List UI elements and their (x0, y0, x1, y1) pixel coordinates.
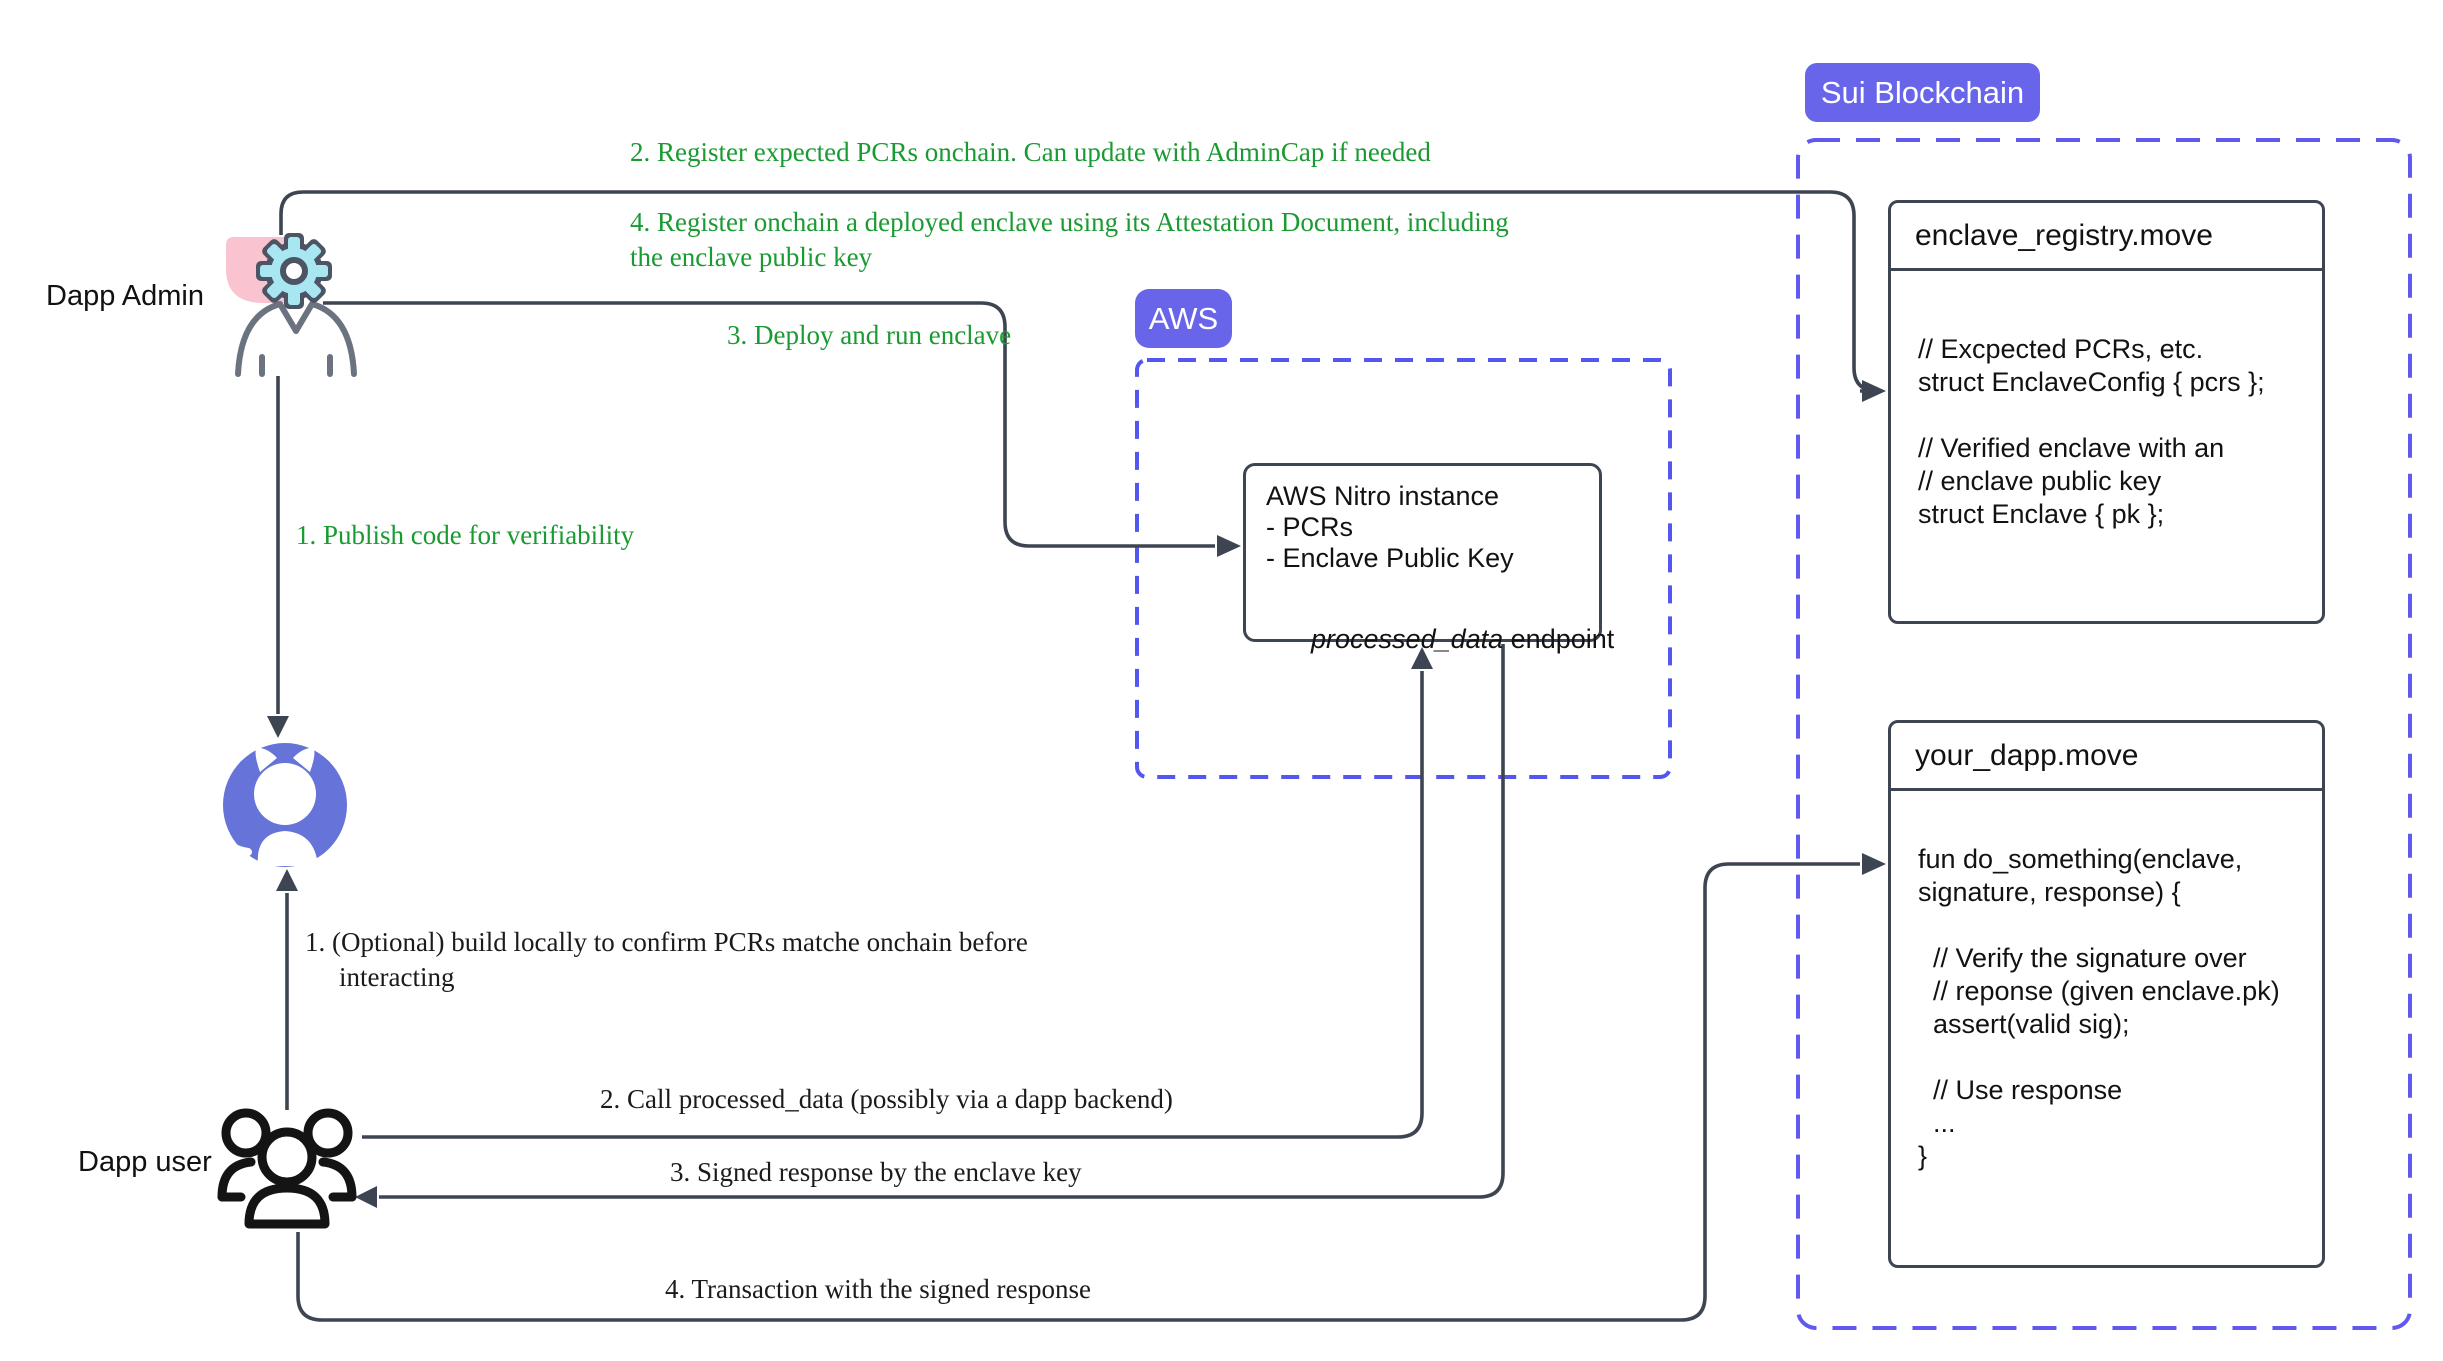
arrow-nitro-to-user (379, 644, 1505, 1199)
label-user-step2: 2. Call processed_data (possibly via a d… (600, 1084, 1173, 1114)
code-line: assert(valid sig); (1918, 1009, 2130, 1039)
arrow-admin-to-registry (279, 190, 1879, 393)
gear-icon (256, 233, 332, 309)
aws-nitro-box: AWS Nitro instance - PCRs - Enclave Publ… (1243, 463, 1614, 654)
label-user-step4: 4. Transaction with the signed response (665, 1274, 1091, 1304)
enclave-registry-code: // Excpected PCRs, etc. struct EnclaveCo… (1891, 271, 2322, 531)
code-line: // Use response (1918, 1075, 2123, 1105)
code-line: // Excpected PCRs, etc. (1918, 334, 2204, 364)
arrow-user-to-nitro (362, 671, 1424, 1139)
your-dapp-box: your_dapp.move fun do_something(enclave,… (1888, 720, 2325, 1268)
code-line: ... (1918, 1108, 1956, 1138)
nitro-endpoint-name: processed_data (1311, 624, 1504, 654)
aws-badge: AWS (1135, 289, 1232, 348)
code-line: // Verify the signature over (1918, 943, 2247, 973)
nitro-endpoint-suffix: endpoint (1503, 624, 1615, 654)
arrowheads (267, 380, 1886, 1208)
your-dapp-title: your_dapp.move (1891, 723, 2322, 791)
label-admin-step4: 4. Register onchain a deployed enclave u… (630, 207, 1509, 272)
label-admin-step1: 1. Publish code for verifiability (296, 520, 635, 550)
admin-person-shape (235, 301, 357, 377)
nitro-line-pcrs: - PCRs (1266, 512, 1353, 542)
label-admin-step2: 2. Register expected PCRs onchain. Can u… (630, 137, 1431, 167)
nitro-title: AWS Nitro instance (1266, 481, 1500, 511)
code-line: // Verified enclave with an (1918, 433, 2225, 463)
code-line: struct EnclaveConfig { pcrs }; (1918, 367, 2265, 397)
code-line: } (1918, 1141, 1928, 1171)
code-line: fun do_something(enclave, (1918, 844, 2243, 874)
code-line: struct Enclave { pk }; (1918, 499, 2165, 529)
nitro-endpoint: processed_data endpoint (1266, 593, 1614, 654)
code-line: // reponse (given enclave.pk) (1918, 976, 2280, 1006)
label-user-step1: 1. (Optional) build locally to confirm P… (305, 927, 1028, 992)
label-admin-step3: 3. Deploy and run enclave (727, 320, 1012, 350)
code-line: signature, response) { (1918, 877, 2181, 907)
arrow-user-to-dapp (296, 862, 1860, 1322)
group-back-figures (217, 1108, 357, 1202)
sui-blockchain-badge: Sui Blockchain (1805, 63, 2040, 122)
octocat-silhouette (219, 747, 318, 866)
nitro-line-pubkey: - Enclave Public Key (1266, 543, 1514, 573)
dapp-admin-label: Dapp Admin (46, 280, 204, 312)
enclave-registry-box: enclave_registry.move // Excpected PCRs,… (1888, 200, 2325, 624)
your-dapp-code: fun do_something(enclave, signature, res… (1891, 791, 2322, 1173)
group-front-figure (244, 1127, 330, 1229)
enclave-registry-title: enclave_registry.move (1891, 203, 2322, 271)
code-line: // enclave public key (1918, 466, 2162, 496)
label-user-step3: 3. Signed response by the enclave key (670, 1157, 1082, 1187)
dapp-user-label: Dapp user (78, 1146, 212, 1178)
arrow-admin-to-nitro (323, 301, 1215, 548)
